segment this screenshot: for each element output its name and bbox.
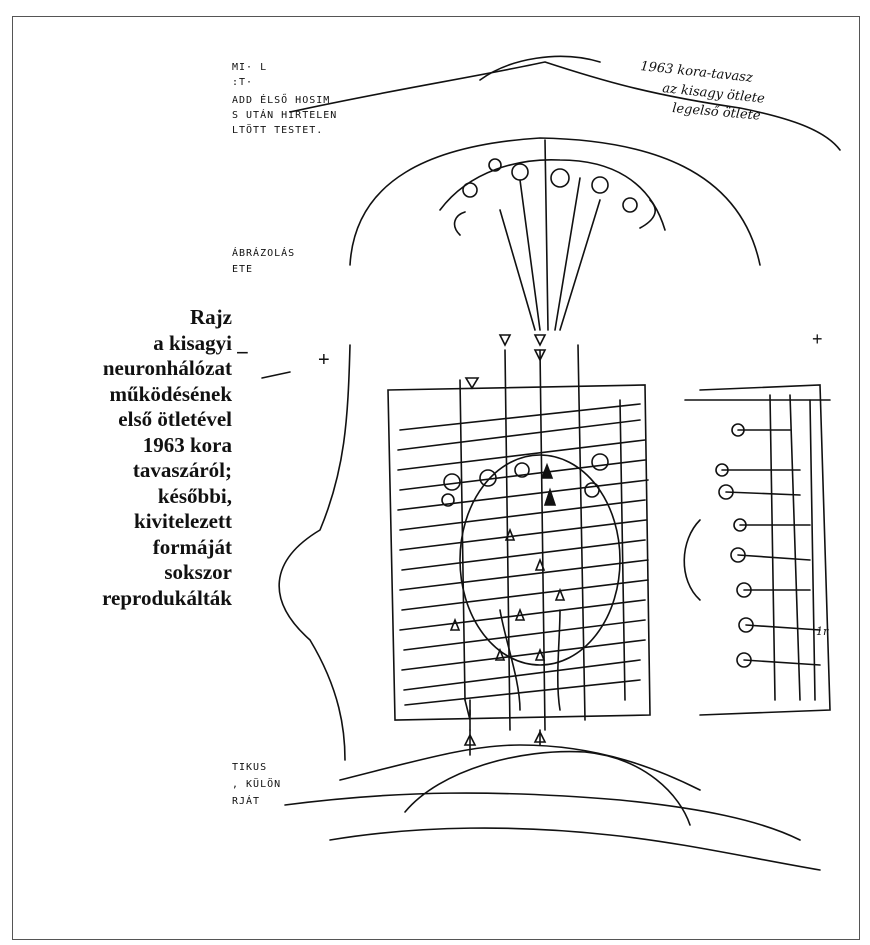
left-curve: − + — [236, 340, 350, 760]
hw-bl-2: RJÁT — [232, 794, 260, 807]
hw-tl-4: LTÖTT TESTET. — [232, 123, 323, 136]
bottom-dome-drawing — [285, 730, 820, 870]
hw-bl-1: , KÜLÖN — [232, 777, 281, 790]
handwriting-top-right: 1963 kora-tavasz az kisagy ötlete legels… — [640, 59, 766, 124]
handwriting-top-left: MI· L :T· ADD ÉLSŐ HOSIM S UTÁN HIRTELEN… — [232, 62, 337, 136]
hw-tl-0: MI· L — [232, 62, 267, 73]
hw-ml-0: ÁBRÁZOLÁS — [232, 246, 295, 259]
hw-tl-1: :T· — [232, 77, 253, 88]
hw-tl-3: S UTÁN HIRTELEN — [232, 108, 337, 121]
hw-bl-0: TIKUS — [232, 762, 267, 773]
hw-ml-1: ETE — [232, 264, 253, 275]
main-network-panel — [388, 335, 650, 730]
handwriting-middle-left: ÁBRÁZOLÁS ETE — [232, 246, 295, 275]
minus-mark: − — [236, 340, 249, 365]
hw-tl-2: ADD ÉLSŐ HOSIM — [232, 92, 330, 106]
plus-mark-right: + — [812, 329, 823, 349]
plus-mark: + — [318, 349, 330, 371]
handwriting-bottom-left: TIKUS , KÜLÖN RJÁT — [232, 762, 281, 807]
right-network-panel: + 1r — [684, 329, 830, 715]
r-label: 1r — [816, 625, 829, 638]
hw-tr-0: 1963 kora-tavasz — [640, 59, 754, 86]
